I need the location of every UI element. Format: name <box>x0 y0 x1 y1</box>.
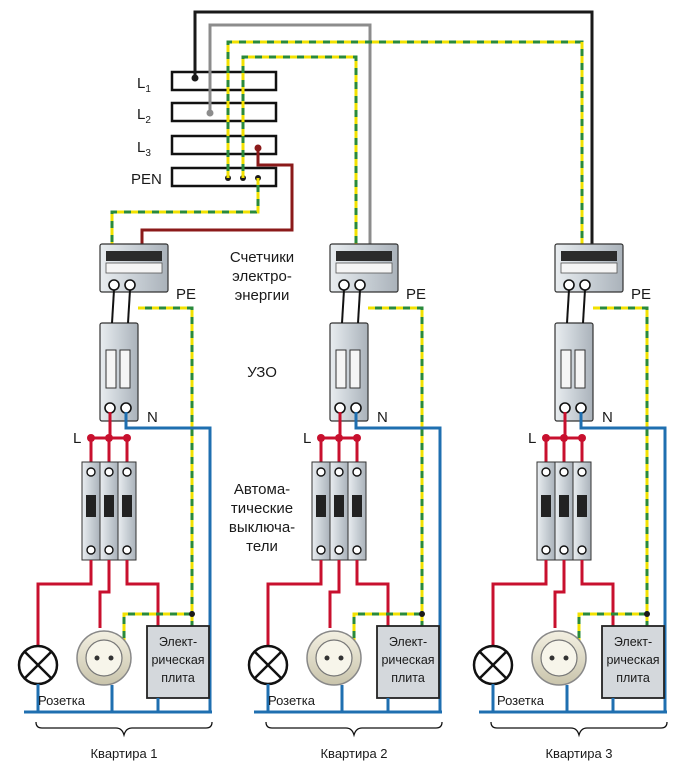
breakers-label-1: Автома- <box>234 481 290 498</box>
feeder-wires <box>140 10 594 244</box>
breakers-3 <box>536 461 592 561</box>
bus-label-l1: L1 <box>137 75 151 95</box>
tap-l1 <box>191 74 199 82</box>
lamp-icon <box>247 644 289 686</box>
pe-label-1: PE <box>176 286 196 303</box>
bus-bar-pen <box>170 166 278 188</box>
breakers-2 <box>311 461 367 561</box>
l-label-2: L <box>303 430 311 447</box>
stove-label-3b: рическая <box>606 653 659 667</box>
apartment-2-labels: PE N L Розетка Элект- рическая плита Ква… <box>268 286 435 761</box>
breakers-label-3: выключа- <box>229 519 295 536</box>
breakers-1 <box>81 461 137 561</box>
rcd-label: УЗО <box>247 364 277 381</box>
breakers-label-4: тели <box>246 538 278 555</box>
stove-label-2c: плита <box>391 671 425 685</box>
apartment-3 <box>472 243 668 738</box>
rcd-1 <box>99 322 139 422</box>
stove-label-1b: рическая <box>151 653 204 667</box>
stove-2 <box>376 625 440 699</box>
stove-label-2a: Элект- <box>389 635 427 649</box>
apartment-2 <box>247 243 443 738</box>
bus-label-l3: L3 <box>137 139 151 159</box>
breakers-label-2: тические <box>231 500 293 517</box>
socket-icon <box>306 630 362 686</box>
stove-label-3c: плита <box>616 671 650 685</box>
stove-label-2b: рическая <box>381 653 434 667</box>
pe-label-2: PE <box>406 286 426 303</box>
stove-label-1c: плита <box>161 671 195 685</box>
pe-label-3: PE <box>631 286 651 303</box>
bus-label-l2: L2 <box>137 106 151 126</box>
center-labels: Счетчики электро- энергии УЗО Автома- ти… <box>229 249 295 555</box>
stove-label-1a: Элект- <box>159 635 197 649</box>
socket-label-2: Розетка <box>268 693 316 708</box>
bus-label-pen: PEN <box>131 171 162 188</box>
bus-bar-l1 <box>170 70 278 92</box>
tap-l3 <box>254 144 262 152</box>
socket-icon <box>531 630 587 686</box>
rcd-2 <box>329 322 369 422</box>
wire-l3-feed <box>140 148 294 244</box>
bus-bar-l3 <box>170 134 278 156</box>
socket-label-1: Розетка <box>38 693 86 708</box>
meters-label-3: энергии <box>235 287 290 304</box>
stove-3 <box>601 625 665 699</box>
stove-1 <box>146 625 210 699</box>
l-label-3: L <box>528 430 536 447</box>
apartment-name-2: Квартира 2 <box>320 746 387 761</box>
n-label-3: N <box>602 409 613 426</box>
pen-wires <box>110 40 584 244</box>
wire-l2-feed <box>208 23 372 244</box>
meters-label-2: электро- <box>232 268 292 285</box>
socket-label-3: Розетка <box>497 693 545 708</box>
bus-bar-l2 <box>170 101 278 123</box>
apartment-1-labels: PE N L Розетка Элект- рическая плита Ква… <box>38 286 205 761</box>
lamp-icon <box>17 644 59 686</box>
lamp-icon <box>472 644 514 686</box>
tap-l2 <box>206 109 214 117</box>
n-label-2: N <box>377 409 388 426</box>
bus-bars <box>170 70 278 188</box>
wire-l1-feed <box>193 10 594 244</box>
meters-label-1: Счетчики <box>230 249 294 266</box>
socket-icon <box>76 630 132 686</box>
bus-labels: L1 L2 L3 PEN <box>131 75 162 188</box>
apartment-1 <box>17 243 213 738</box>
l-label-1: L <box>73 430 81 447</box>
stove-label-3a: Элект- <box>614 635 652 649</box>
n-label-1: N <box>147 409 158 426</box>
apartment-name-3: Квартира 3 <box>545 746 612 761</box>
apartment-3-labels: PE N L Розетка Элект- рическая плита Ква… <box>497 286 660 761</box>
rcd-3 <box>554 322 594 422</box>
apartment-name-1: Квартира 1 <box>90 746 157 761</box>
